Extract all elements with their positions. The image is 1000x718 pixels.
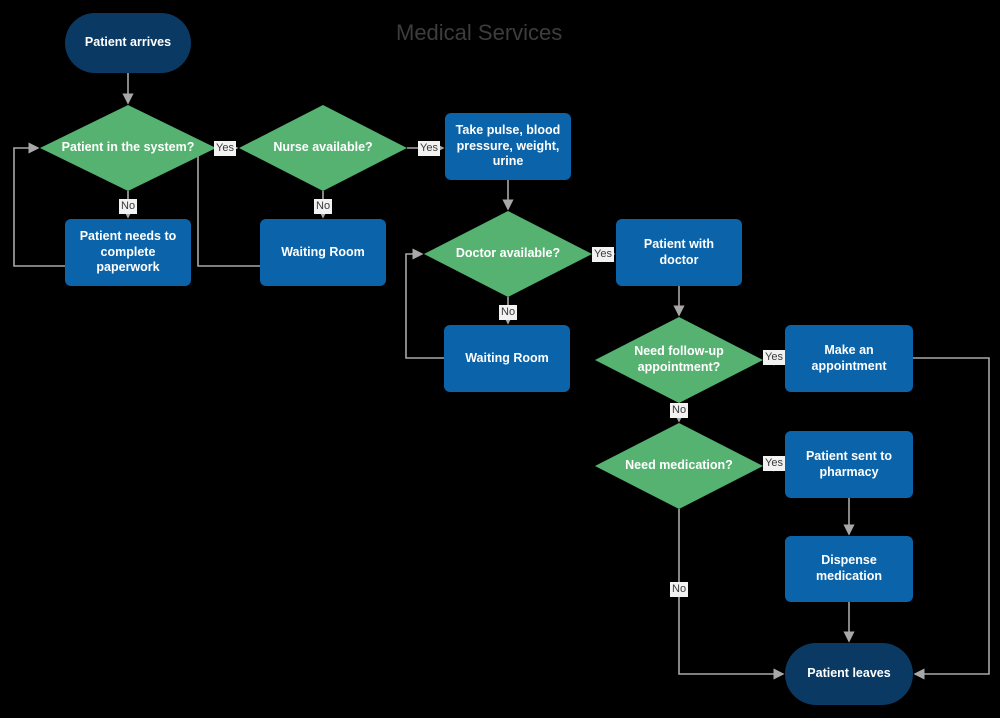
edge-label-e-medication-yes-pharmacy: Yes — [763, 456, 785, 471]
page-title: Medical Services — [396, 20, 563, 45]
node-complete-paperwork[interactable]: Patient needs to complete paperwork — [65, 219, 191, 286]
node-label-take-vitals: Take pulse, blood pressure, weight, urin… — [455, 123, 561, 169]
node-make-appointment[interactable]: Make an appointment — [785, 325, 913, 392]
node-label-need-followup: Need follow-up appointment? — [634, 344, 724, 374]
node-sent-to-pharmacy[interactable]: Patient sent to pharmacy — [785, 431, 913, 498]
edge-label-e-doctor-no-waiting2: No — [499, 305, 518, 320]
connector-e-appointment-to-leaves — [913, 357, 990, 680]
node-patient-arrives[interactable]: Patient arrives — [65, 13, 191, 73]
node-label-make-appointment: Make an appointment — [811, 342, 887, 373]
node-doctor-available[interactable]: Doctor available? — [424, 211, 592, 297]
node-patient-leaves[interactable]: Patient leaves — [785, 643, 913, 705]
node-label-patient-with-doctor: Patient with doctor — [643, 236, 715, 267]
node-patient-with-doctor[interactable]: Patient with doctor — [616, 219, 742, 286]
edge-label-e-nurse-yes-vitals: Yes — [418, 141, 440, 156]
node-label-patient-arrives: Patient arrives — [84, 35, 172, 50]
node-dispense-medication[interactable]: Dispense medication — [785, 536, 913, 602]
node-need-followup[interactable]: Need follow-up appointment? — [595, 317, 763, 403]
node-need-medication[interactable]: Need medication? — [595, 423, 763, 509]
edge-label-e-followup-yes-appointment: Yes — [763, 350, 785, 365]
node-label-waiting-room-1: Waiting Room — [281, 244, 365, 259]
connector-e-medication-no-leaves — [678, 509, 785, 680]
node-label-need-medication: Need medication? — [625, 458, 733, 473]
node-label-doctor-available: Doctor available? — [455, 246, 561, 261]
edge-label-e-doctor-yes-with-doctor: Yes — [592, 247, 614, 262]
node-label-waiting-room-2: Waiting Room — [465, 350, 549, 365]
connector-e-waiting2-back-to-doctor — [405, 248, 444, 359]
node-label-nurse-available: Nurse available? — [273, 140, 373, 155]
node-patient-in-system[interactable]: Patient in the system? — [40, 105, 216, 191]
edge-label-e-nurse-no-waiting1: No — [314, 199, 333, 214]
node-take-vitals[interactable]: Take pulse, blood pressure, weight, urin… — [445, 113, 571, 180]
connector-e-paperwork-back-to-system — [13, 142, 65, 267]
edge-label-e-medication-no-leaves: No — [670, 582, 689, 597]
edge-label-e-followup-no-medication: No — [670, 403, 689, 418]
edge-label-e-system-yes-nurse: Yes — [214, 141, 236, 156]
node-waiting-room-1[interactable]: Waiting Room — [260, 219, 386, 286]
node-label-dispense-medication: Dispense medication — [816, 553, 882, 583]
node-label-patient-in-system: Patient in the system? — [61, 140, 195, 155]
node-waiting-room-2[interactable]: Waiting Room — [444, 325, 570, 392]
node-label-sent-to-pharmacy: Patient sent to pharmacy — [805, 448, 893, 479]
node-nurse-available[interactable]: Nurse available? — [239, 105, 407, 191]
node-label-complete-paperwork: Patient needs to complete paperwork — [79, 229, 177, 275]
node-label-patient-leaves: Patient leaves — [807, 666, 891, 681]
edge-label-e-system-no-paperwork: No — [119, 199, 138, 214]
